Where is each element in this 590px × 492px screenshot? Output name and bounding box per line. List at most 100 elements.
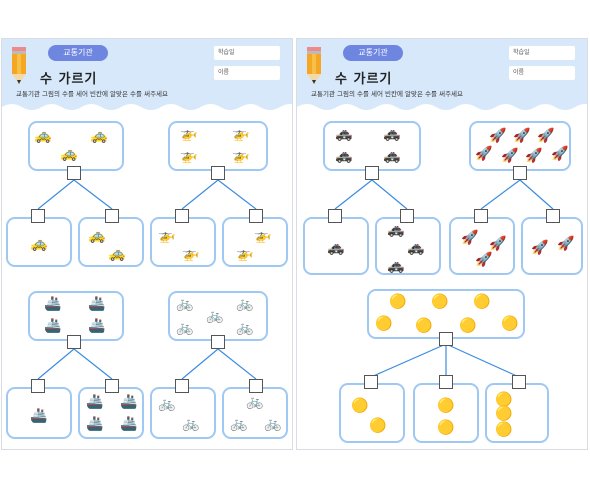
worksheet-right: 교통기관 수 가르기 교통기관 그림의 수를 세어 빈칸에 알맞은 수를 써주세… — [296, 38, 588, 450]
bicycle-icon: 🚲 — [236, 296, 254, 312]
ship-icon: 🚢 — [30, 408, 48, 424]
bicycle-icon: 🚲 — [176, 320, 194, 336]
answer-square[interactable] — [328, 209, 342, 223]
car-icon: 🚕 — [90, 128, 108, 144]
picture-box: 🟡 🟡 — [413, 383, 479, 443]
answer-square[interactable] — [67, 335, 81, 349]
ship-icon: 🚢 — [120, 416, 138, 432]
category-badge: 교통기관 — [343, 45, 403, 61]
instruction-text: 교통기관 그림의 수를 세어 빈칸에 알맞은 수를 써주세요 — [16, 90, 169, 98]
police-car-icon: 🚓 — [383, 148, 401, 164]
answer-square[interactable] — [31, 209, 45, 223]
header-wave — [2, 104, 292, 115]
bicycle-icon: 🚲 — [206, 308, 224, 324]
header-wave — [297, 104, 587, 115]
picture-box: 🚀 🚀 🚀 🚀 🚀 🚀 🚀 — [469, 121, 571, 171]
picture-box: 🚕 🚕 — [78, 217, 144, 267]
helicopter-icon: 🚁 — [158, 228, 176, 244]
answer-square[interactable] — [474, 209, 488, 223]
submarine-icon: 🟡 — [437, 398, 455, 414]
name-field[interactable]: 이름 — [214, 66, 280, 80]
bicycle-icon: 🚲 — [176, 296, 194, 312]
helicopter-icon: 🚁 — [254, 228, 272, 244]
picture-box: 🚲 🚲 — [150, 387, 216, 439]
answer-square[interactable] — [249, 209, 263, 223]
car-icon: 🚕 — [108, 246, 126, 262]
submarine-icon: 🟡 — [495, 406, 513, 422]
police-car-icon: 🚓 — [335, 126, 353, 142]
worksheet-left: 교통기관 수 가르기 교통기관 그림의 수를 세어 빈칸에 알맞은 수를 써주세… — [1, 38, 293, 450]
car-icon: 🚕 — [60, 146, 78, 162]
answer-square[interactable] — [211, 166, 225, 180]
submarine-icon: 🟡 — [501, 316, 519, 332]
submarine-icon: 🟡 — [495, 392, 513, 408]
bicycle-icon: 🚲 — [182, 416, 200, 432]
submarine-icon: 🟡 — [351, 398, 369, 414]
date-field[interactable]: 학습일 — [509, 46, 575, 60]
helicopter-icon: 🚁 — [180, 126, 198, 142]
submarine-icon: 🟡 — [495, 422, 513, 438]
answer-square[interactable] — [105, 209, 119, 223]
answer-square[interactable] — [439, 332, 453, 346]
rocket-icon: 🚀 — [475, 146, 493, 162]
police-car-icon: 🚓 — [407, 240, 425, 256]
category-badge: 교통기관 — [48, 45, 108, 61]
picture-box: 🚀 🚀 🚀 — [449, 217, 515, 275]
helicopter-icon: 🚁 — [180, 148, 198, 164]
picture-box: 🚓 🚓 🚓 — [375, 217, 441, 275]
picture-box: 🚕 — [6, 217, 72, 267]
picture-box: 🚓 🚓 🚓 🚓 — [323, 121, 421, 171]
ship-icon: 🚢 — [44, 318, 62, 334]
picture-box: 🟡 🟡 🟡 — [485, 383, 549, 443]
submarine-icon: 🟡 — [389, 294, 407, 310]
answer-square[interactable] — [211, 335, 225, 349]
submarine-icon: 🟡 — [369, 418, 387, 434]
picture-box: 🚲 🚲 🚲 🚲 🚲 — [168, 291, 268, 341]
connector-lines — [37, 179, 257, 380]
rocket-icon: 🚀 — [531, 240, 549, 256]
answer-square[interactable] — [364, 375, 378, 389]
pencil-icon — [307, 47, 321, 84]
helicopter-icon: 🚁 — [236, 246, 254, 262]
rocket-icon: 🚀 — [557, 236, 575, 252]
submarine-icon: 🟡 — [437, 420, 455, 436]
answer-square[interactable] — [546, 209, 560, 223]
ship-icon: 🚢 — [44, 296, 62, 312]
rocket-icon: 🚀 — [461, 230, 479, 246]
pencil-icon — [12, 47, 26, 84]
answer-square[interactable] — [512, 375, 526, 389]
answer-square[interactable] — [31, 379, 45, 393]
picture-box: 🚁 🚁 🚁 🚁 — [168, 121, 268, 171]
rocket-icon: 🚀 — [489, 236, 507, 252]
police-car-icon: 🚓 — [387, 258, 405, 274]
name-field[interactable]: 이름 — [509, 66, 575, 80]
bicycle-icon: 🚲 — [246, 394, 264, 410]
ship-icon: 🚢 — [86, 394, 104, 410]
rocket-icon: 🚀 — [537, 128, 555, 144]
police-car-icon: 🚓 — [387, 222, 405, 238]
picture-box: 🚲 🚲 🚲 — [222, 387, 288, 439]
date-field[interactable]: 학습일 — [214, 46, 280, 60]
answer-square[interactable] — [513, 166, 527, 180]
answer-square[interactable] — [400, 209, 414, 223]
car-icon: 🚕 — [34, 128, 52, 144]
rocket-icon: 🚀 — [513, 128, 531, 144]
answer-square[interactable] — [175, 209, 189, 223]
answer-square[interactable] — [439, 375, 453, 389]
answer-square[interactable] — [105, 379, 119, 393]
bicycle-icon: 🚲 — [230, 416, 248, 432]
bicycle-icon: 🚲 — [264, 416, 282, 432]
rocket-icon: 🚀 — [501, 148, 519, 164]
bicycle-icon: 🚲 — [158, 396, 176, 412]
rocket-icon: 🚀 — [551, 146, 569, 162]
bicycle-icon: 🚲 — [236, 320, 254, 336]
helicopter-icon: 🚁 — [232, 126, 250, 142]
answer-square[interactable] — [67, 166, 81, 180]
rocket-icon: 🚀 — [525, 148, 543, 164]
police-car-icon: 🚓 — [327, 240, 345, 256]
answer-square[interactable] — [175, 379, 189, 393]
ship-icon: 🚢 — [88, 296, 106, 312]
answer-square[interactable] — [249, 379, 263, 393]
answer-square[interactable] — [365, 166, 379, 180]
picture-box: 🚁 🚁 — [150, 217, 216, 267]
